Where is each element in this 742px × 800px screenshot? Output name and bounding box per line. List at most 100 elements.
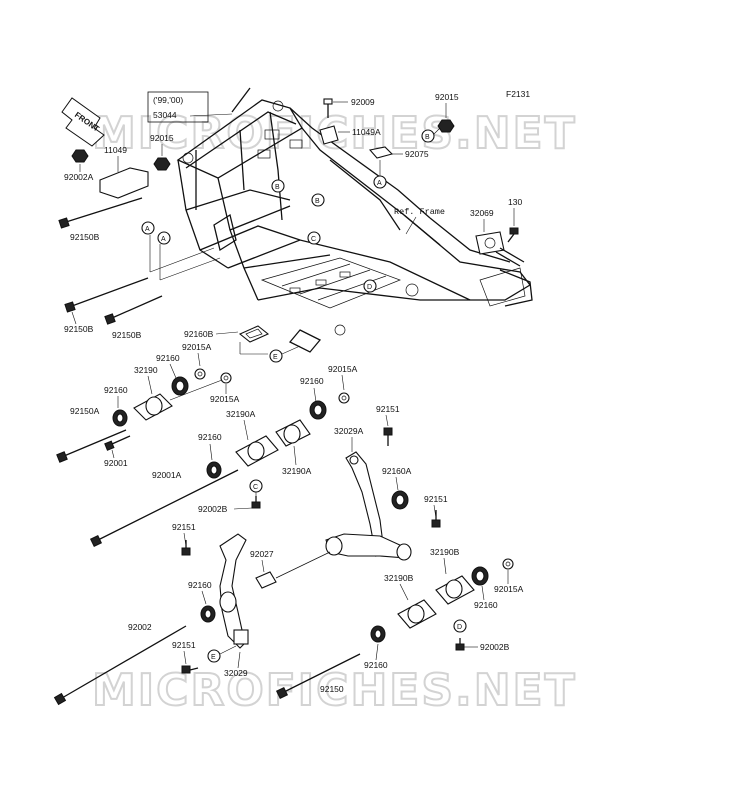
label-92160-5: 92160 [188, 580, 212, 590]
svg-text:D: D [367, 284, 372, 291]
label-92015-left: 92015 [150, 133, 174, 143]
nut-92015A-2-icon [220, 372, 232, 384]
label-92150A: 92150A [70, 406, 100, 416]
label-92015A-4: 92015A [494, 584, 524, 594]
bushing-92160-7-icon [370, 625, 386, 643]
svg-text:D: D [457, 624, 462, 631]
pad-92160B-icon [238, 325, 270, 343]
label-92027: 92027 [250, 549, 274, 559]
bracket-32190B-1-icon [435, 575, 475, 605]
bolt-92151-3-icon [181, 540, 191, 556]
label-92009: 92009 [351, 97, 375, 107]
label-32190B-2: 32190B [384, 573, 414, 583]
bolt-92151-4-icon [181, 665, 199, 674]
nut-92015A-1-icon [194, 368, 206, 380]
label-11049: 11049 [104, 145, 127, 155]
bushing-92160A-icon [391, 490, 409, 510]
label-92001: 92001 [104, 458, 128, 468]
label-32069: 32069 [470, 208, 494, 218]
bushing-92160-2-icon [112, 409, 128, 427]
label-32190: 32190 [134, 365, 158, 375]
callout-A-2: A [157, 231, 171, 245]
label-92160-1: 92160 [156, 353, 180, 363]
bracket-32190A-2-icon [275, 419, 311, 447]
label-92151-4: 92151 [172, 640, 196, 650]
bushing-92160-3-icon [309, 400, 327, 420]
label-92002: 92002 [128, 622, 152, 632]
callout-C-1: C [307, 231, 321, 245]
bracket-32029-icon [219, 533, 249, 649]
figure-code: F2131 [506, 89, 530, 99]
bolt-92151-1-icon [383, 427, 393, 446]
label-92160-2: 92160 [104, 385, 128, 395]
label-32190B-1: 32190B [430, 547, 460, 557]
label-53044: 53044 [153, 110, 177, 120]
label-92160-4: 92160 [198, 432, 222, 442]
svg-text:B: B [315, 198, 320, 205]
label-92002B-2: 92002B [480, 642, 510, 652]
svg-text:A: A [145, 226, 150, 233]
bushing-92160-5-icon [200, 605, 216, 623]
label-92150B-2: 92150B [64, 324, 94, 334]
bolt-92150B-3-icon [104, 295, 163, 325]
label-32029: 32029 [224, 668, 248, 678]
bracket-32190A-1-icon [235, 435, 279, 467]
callout-D-1: D [363, 279, 377, 293]
bolt-92009-icon [323, 98, 333, 118]
svg-text:E: E [211, 654, 216, 661]
svg-text:A: A [377, 180, 382, 187]
svg-text:E: E [273, 354, 278, 361]
callout-A-1: A [141, 221, 155, 235]
label-92160B: 92160B [184, 329, 214, 339]
label-92015-top: 92015 [435, 92, 459, 102]
callout-B-3: B [311, 193, 325, 207]
nut-92002A-icon [71, 149, 89, 163]
bracket-32029A-icon [325, 451, 412, 561]
watermark-bottom: MICROFICHES.NET [92, 665, 577, 716]
bushing-92160-6-icon [471, 566, 489, 586]
label-92160A: 92160A [382, 466, 412, 476]
nut-92015A-4-icon [502, 558, 514, 570]
bushing-92160-4-icon [206, 461, 222, 479]
label-92160-7: 92160 [364, 660, 388, 670]
bolt-92150B-1-icon [58, 197, 143, 229]
bracket-32190B-2-icon [397, 599, 437, 629]
bracket-11049-icon [99, 167, 149, 199]
label-92015A-1: 92015A [182, 342, 212, 352]
bolt-92150-icon [275, 653, 361, 700]
nut-92015-left-icon [153, 157, 171, 171]
label-92150: 92150 [320, 684, 344, 694]
label-92001A: 92001A [152, 470, 182, 480]
year-note-box: ('99,'00) 53044 [147, 91, 209, 123]
svg-text:C: C [253, 484, 258, 491]
spacer-92027-icon [255, 551, 331, 589]
bracket-32190-icon [133, 393, 173, 421]
bracket-11049A-icon [319, 125, 339, 145]
svg-text:C: C [311, 236, 316, 243]
bolt-92150B-2-icon [64, 277, 149, 313]
label-92002A: 92002A [64, 172, 94, 182]
label-32190A-1: 32190A [226, 409, 256, 419]
label-92015A-3: 92015A [328, 364, 358, 374]
bushing-92160-1-icon [171, 376, 189, 396]
front-arrow-icon: FRONT [61, 97, 105, 147]
label-130: 130 [508, 197, 522, 207]
label-92160-6: 92160 [474, 600, 498, 610]
callout-D-2: D [453, 619, 467, 633]
year-note: ('99,'00) [153, 95, 183, 105]
label-92015A-2: 92015A [210, 394, 240, 404]
label-92150B-1: 92150B [70, 232, 100, 242]
clamp-32069-icon [475, 231, 525, 267]
label-92151-3: 92151 [172, 522, 196, 532]
bolt-92150A-icon [56, 429, 127, 463]
label-92151-1: 92151 [376, 404, 400, 414]
label-92002B-1: 92002B [198, 504, 228, 514]
bolt-92001-icon [104, 435, 131, 451]
label-92151-2: 92151 [424, 494, 448, 504]
callout-B-2: B [271, 179, 285, 193]
bolt-92002B-2-icon [455, 638, 465, 651]
label-32190A-2: 32190A [282, 466, 312, 476]
svg-text:B: B [275, 184, 280, 191]
bolt-92151-2-icon [431, 510, 441, 528]
